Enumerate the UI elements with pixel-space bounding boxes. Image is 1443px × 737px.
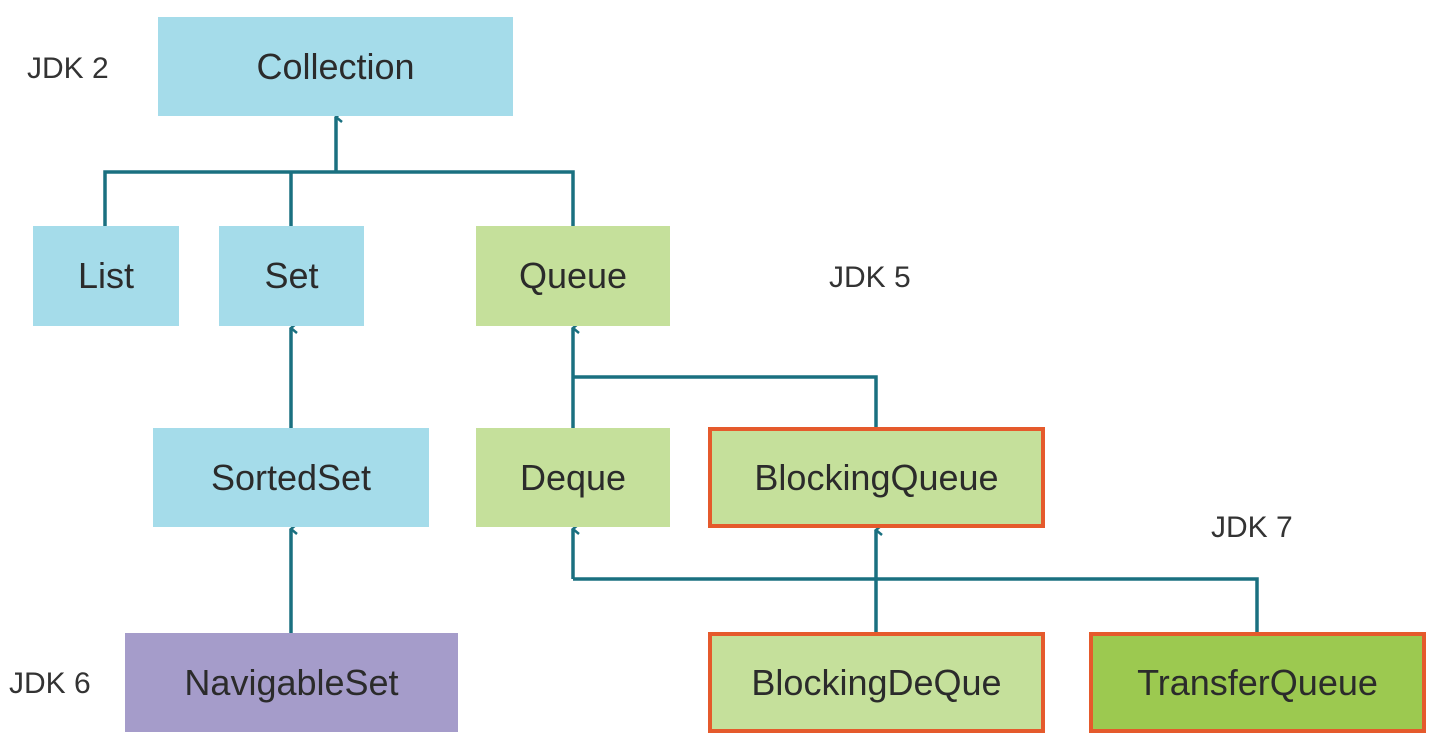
- node-blockingdeque: BlockingDeQue: [708, 632, 1045, 733]
- node-set-label: Set: [264, 255, 319, 296]
- node-queue: Queue: [476, 226, 670, 326]
- jdk-5-label: JDK 5: [829, 261, 911, 294]
- jdk-6-label: JDK 6: [9, 667, 91, 700]
- node-navigableset: NavigableSet: [125, 633, 458, 732]
- connector-list-to-collection: [103, 170, 336, 226]
- node-queue-label: Queue: [518, 255, 628, 296]
- connector-queue-to-collection: [336, 170, 575, 226]
- node-collection-label: Collection: [256, 45, 415, 87]
- node-list: List: [33, 226, 179, 326]
- node-set: Set: [219, 226, 364, 326]
- jdk-7-label: JDK 7: [1211, 511, 1293, 544]
- node-sortedset: SortedSet: [153, 428, 429, 527]
- node-blockingqueue: BlockingQueue: [708, 427, 1045, 528]
- node-collection: Collection: [158, 17, 513, 116]
- jdk-2-label: JDK 2: [27, 52, 109, 85]
- node-transferqueue: TransferQueue: [1089, 632, 1426, 733]
- node-transferqueue-label: TransferQueue: [1137, 661, 1378, 703]
- node-blockingdeque-label: BlockingDeQue: [751, 661, 1002, 703]
- connector-transferqueue-to-deque: [573, 577, 1259, 632]
- node-deque-label: Deque: [519, 456, 627, 498]
- node-deque: Deque: [476, 428, 670, 527]
- connector-blockingqueue-to-queue: [573, 375, 878, 427]
- node-sortedset-label: SortedSet: [210, 456, 372, 498]
- node-navigableset-label: NavigableSet: [184, 661, 399, 703]
- node-blockingqueue-label: BlockingQueue: [754, 456, 999, 498]
- node-list-label: List: [77, 255, 135, 296]
